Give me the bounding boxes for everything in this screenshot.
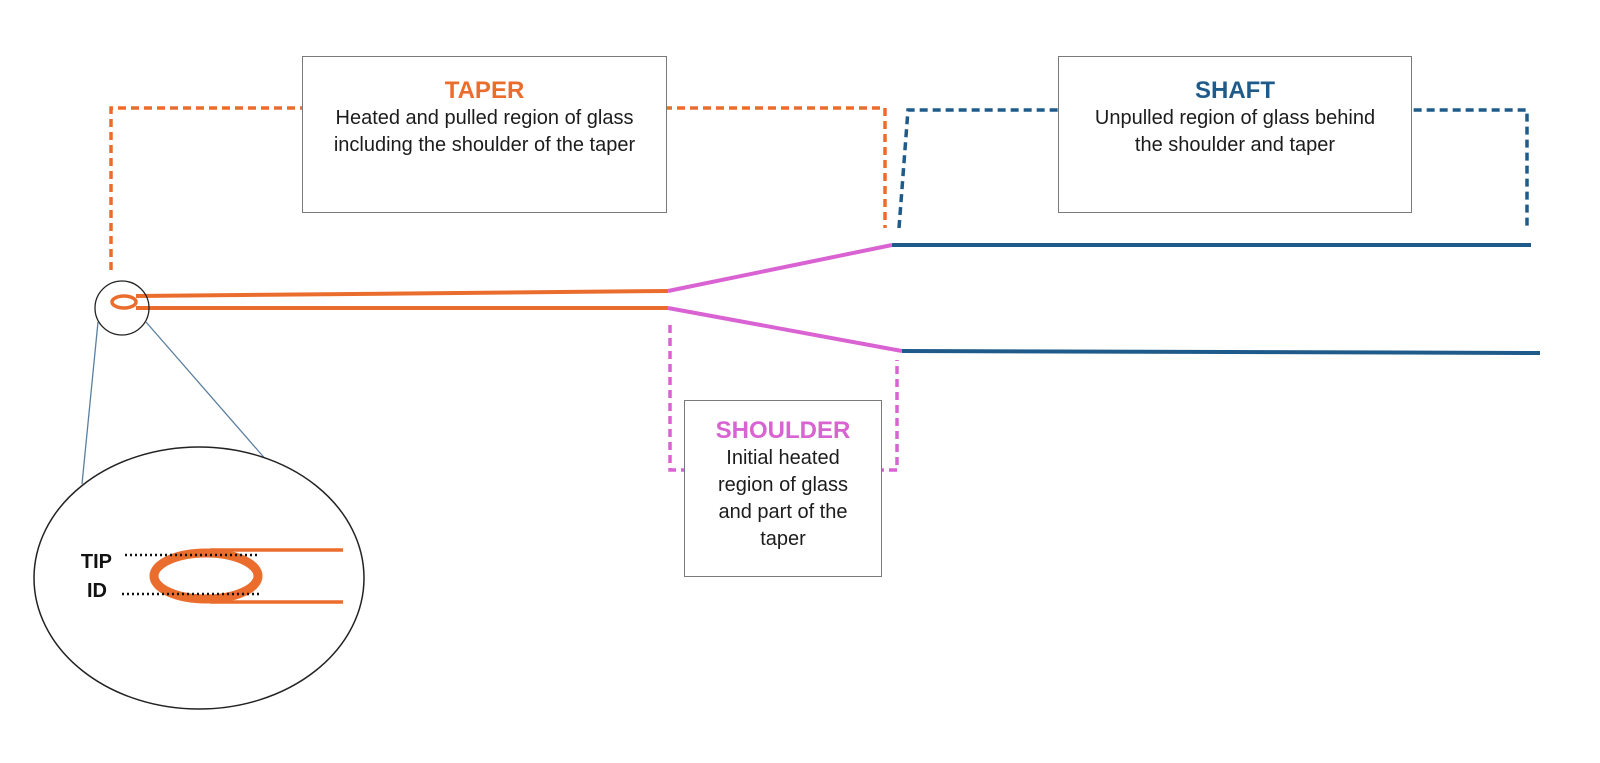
taper-upper-wall: [135, 289, 669, 298]
zoom-connector-right: [145, 321, 269, 463]
pipette-tip-opening: [110, 294, 138, 310]
shoulder-lower-wall: [667, 306, 903, 353]
shoulder-description: Initial heated region of glass and part …: [717, 447, 849, 550]
shoulder-label-box: SHOULDER Initial heated region of glass …: [684, 400, 882, 577]
shoulder-upper-wall: [667, 243, 893, 293]
shaft-lower-wall: [901, 349, 1541, 355]
taper-title: TAPER: [444, 77, 525, 104]
shaft-title: SHAFT: [1195, 77, 1275, 104]
shaft-description: Unpulled region of glass behind the shou…: [1094, 107, 1376, 156]
taper-label-box: TAPER Heated and pulled region of glass …: [302, 56, 667, 213]
shoulder-title: SHOULDER: [715, 417, 851, 444]
zoom-tip-ring: [149, 548, 263, 604]
zoom-connector-left: [81, 321, 99, 485]
tip-label: TIP: [80, 551, 112, 573]
id-label: ID: [87, 580, 107, 602]
shaft-bracket: [897, 108, 1529, 229]
shaft-label-box: SHAFT Unpulled region of glass behind th…: [1058, 56, 1412, 213]
tip-magnifier-circle: [94, 280, 150, 336]
shoulder-bracket: [668, 325, 899, 472]
taper-description: Heated and pulled region of glass includ…: [333, 107, 636, 156]
